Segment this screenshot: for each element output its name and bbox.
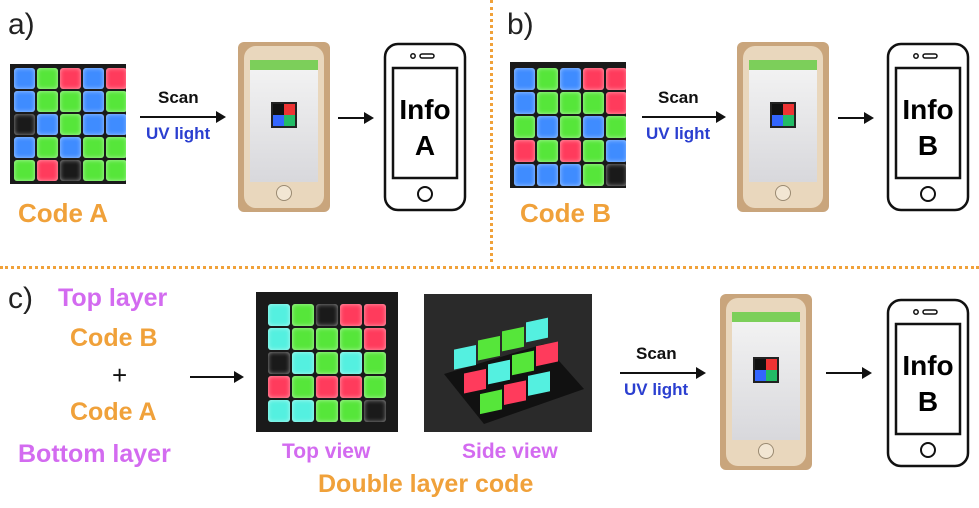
code-a-label: Code A: [18, 198, 109, 228]
code-b-photo: [510, 62, 626, 188]
panel-b-label: b): [507, 8, 534, 41]
panel-c-scan-arrow: [620, 367, 706, 379]
smartphone-icon: [383, 42, 467, 212]
side-view-label: Side view: [462, 440, 558, 463]
layer-combine-arrow: [190, 371, 244, 383]
panel-a-label: a): [8, 8, 35, 41]
panel-c-info-arrow: [826, 367, 872, 379]
panel-a-info-arrow: [338, 112, 374, 124]
code-a-photo: [10, 64, 126, 184]
code-b-cubes: [514, 68, 626, 186]
panel-a-uv-label: UV light: [146, 124, 211, 143]
panel-c-scan-label: Scan: [636, 344, 677, 363]
home-button-icon: [758, 443, 774, 459]
top-view-label: Top view: [282, 440, 371, 463]
panel-b-scan-label: Scan: [658, 88, 699, 107]
panel-b-info-arrow: [838, 112, 874, 124]
horizontal-divider: [0, 266, 979, 269]
scanned-code-icon: [770, 101, 796, 128]
code-b-layer-label: Code B: [70, 324, 158, 352]
top-view-photo: [256, 292, 398, 432]
panel-a-info-phone: Info A: [383, 42, 467, 212]
code-b-label: Code B: [520, 198, 611, 228]
home-button-icon: [775, 185, 791, 201]
top-view-cubes: [268, 304, 386, 422]
plus-sign: +: [112, 360, 128, 390]
smartphone-icon: [886, 42, 970, 212]
side-view-photo: [424, 294, 592, 432]
info-a-line1: Info: [399, 94, 451, 125]
panel-b-uv-label: UV light: [646, 124, 711, 143]
home-button-icon: [276, 185, 292, 201]
side-view-cubes: [444, 317, 584, 424]
panel-b-info-phone: Info B: [886, 42, 970, 212]
top-layer-label: Top layer: [58, 284, 168, 312]
code-a-layer-label: Code A: [70, 398, 157, 426]
panel-b-scan-arrow: [642, 111, 726, 123]
panel-b-phone-photo: [737, 42, 829, 212]
info-b-line1: Info: [902, 94, 954, 125]
panel-c-phone-photo: [720, 294, 812, 470]
info-c-line1: Info: [902, 350, 954, 381]
double-layer-code-label: Double layer code: [318, 470, 534, 498]
panel-a-scan-label: Scan: [158, 88, 199, 107]
scanned-code-icon: [271, 101, 297, 128]
vertical-divider: [490, 0, 493, 262]
panel-c-uv-label: UV light: [624, 380, 689, 399]
info-b-line2: B: [917, 130, 939, 161]
panel-c-info-phone: Info B: [886, 298, 970, 468]
bottom-layer-label: Bottom layer: [18, 440, 171, 468]
scanned-code-icon: [753, 356, 779, 383]
info-c-line2: B: [917, 386, 939, 417]
info-a-line2: A: [414, 130, 436, 161]
panel-c-label: c): [8, 282, 33, 315]
panel-a-phone-photo: [238, 42, 330, 212]
panel-a-scan-arrow: [140, 111, 226, 123]
smartphone-icon: [886, 298, 970, 468]
code-a-cubes: [14, 68, 126, 181]
